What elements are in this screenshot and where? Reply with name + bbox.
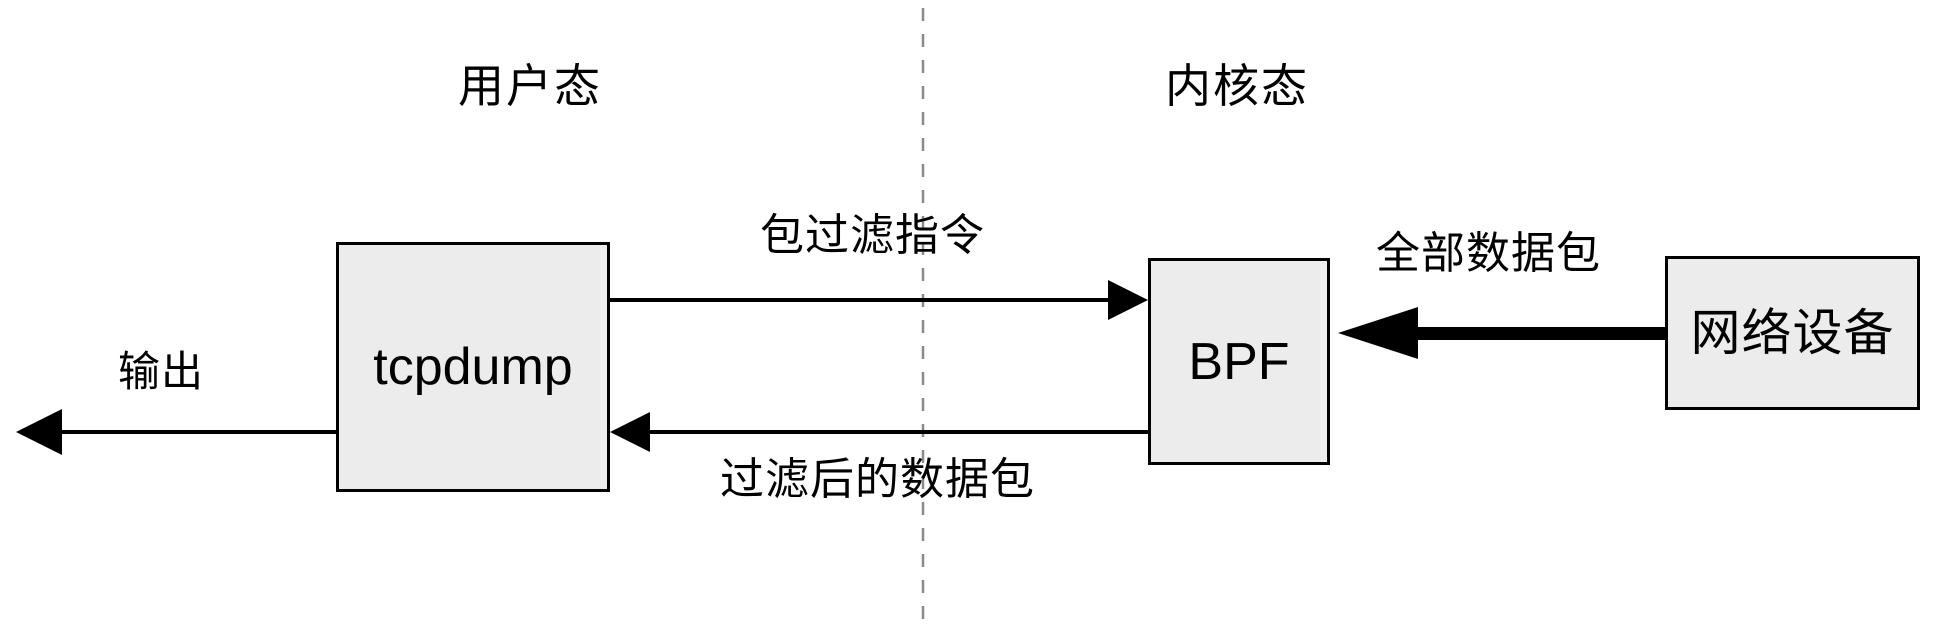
zone-header-user-space: 用户态 (458, 60, 602, 112)
zone-header-kernel-space: 内核态 (1165, 60, 1309, 112)
node-network-device[interactable]: 网络设备 (1665, 256, 1920, 410)
node-tcpdump-label: tcpdump (373, 338, 573, 396)
node-network-device-label: 网络设备 (1690, 305, 1895, 361)
edge-label-filtered-packets: 过滤后的数据包 (720, 455, 1035, 504)
node-bpf[interactable]: BPF (1148, 258, 1330, 465)
edge-label-output: 输出 (118, 348, 205, 395)
edge-filtered-packets (610, 412, 1148, 452)
edge-label-all-packets: 全部数据包 (1376, 229, 1601, 278)
edge-label-filter-instructions: 包过滤指令 (760, 211, 985, 260)
edge-output (16, 409, 336, 455)
edge-filter-instructions (610, 280, 1148, 320)
node-bpf-label: BPF (1188, 332, 1290, 391)
node-tcpdump[interactable]: tcpdump (336, 242, 610, 492)
edge-all-packets (1338, 307, 1665, 359)
